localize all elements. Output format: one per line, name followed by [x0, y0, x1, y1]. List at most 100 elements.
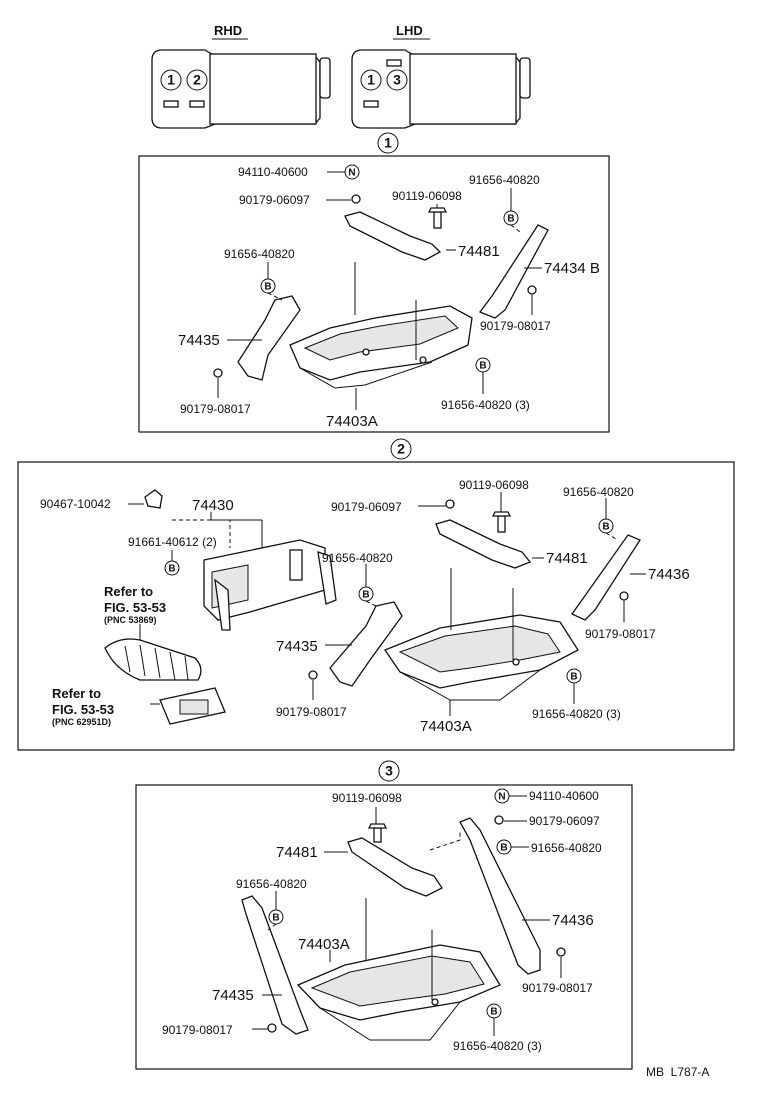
nut-90179-08017-left [213, 368, 223, 378]
label-74403a: 74403A [420, 718, 472, 735]
rhd-marker-1 [160, 69, 182, 91]
nut-90179-06097 [351, 194, 361, 204]
rhd-marker-2 [186, 69, 208, 91]
section-3-marker [378, 760, 400, 782]
refer-to-grille-pnc: (PNC 62951D) [52, 717, 111, 727]
lhd-label: LHD [396, 23, 423, 38]
lhd-marker-3 [386, 69, 408, 91]
refer-to-duct-fig: FIG. 53-53 [104, 600, 166, 615]
bracket-74481 [435, 519, 532, 569]
label-90179-08017-right: 90179-08017 [522, 981, 593, 995]
refer-to-duct-pnc: (PNC 53869) [104, 615, 157, 625]
nut-90179-06097 [445, 499, 455, 509]
svg-text:B: B [479, 361, 486, 372]
svg-text:B: B [570, 672, 577, 683]
refer-to-duct: Refer to [104, 584, 153, 599]
stay-74436 [459, 817, 541, 975]
svg-text:2: 2 [193, 72, 201, 88]
svg-text:N: N [348, 168, 355, 179]
svg-text:1: 1 [384, 135, 392, 151]
nut-90179-06097 [494, 815, 504, 825]
label-74481: 74481 [458, 243, 500, 260]
figure-code: MB L787-A [646, 1065, 709, 1079]
svg-text:1: 1 [167, 72, 175, 88]
label-94110-40600: 94110-40600 [529, 789, 599, 803]
label-74436: 74436 [648, 566, 690, 583]
label-90179-08017-right: 90179-08017 [480, 319, 551, 333]
label-74403a: 74403A [298, 936, 350, 953]
svg-text:3: 3 [393, 72, 401, 88]
stay-74435 [241, 895, 309, 1035]
label-90119-06098: 90119-06098 [392, 189, 462, 203]
label-74430: 74430 [192, 497, 234, 514]
label-90179-06097: 90179-06097 [331, 500, 402, 514]
label-90179-06097: 90179-06097 [529, 814, 600, 828]
section-1-frame [138, 155, 610, 433]
label-91656-40820-left: 91656-40820 [322, 551, 393, 565]
label-90179-08017-right: 90179-08017 [585, 627, 656, 641]
svg-text:B: B [602, 522, 609, 533]
panel-74430 [203, 539, 337, 631]
label-91656-40820-right: 91656-40820 [531, 841, 602, 855]
svg-text:B: B [272, 913, 279, 924]
refer-to-grille: Refer to [52, 686, 101, 701]
bracket-74481 [347, 837, 443, 897]
lhd-marker-1 [360, 69, 382, 91]
label-91656-40820-3: 91656-40820 (3) [532, 707, 621, 721]
lhd-vehicle-outline: LHD 1 3 [351, 23, 531, 129]
svg-text:B: B [507, 214, 514, 225]
refer-to-grille-fig: FIG. 53-53 [52, 702, 114, 717]
section-3-frame [135, 784, 633, 1070]
section-2: 2 [17, 438, 735, 751]
label-74435: 74435 [178, 332, 220, 349]
bracket-74481 [344, 211, 442, 261]
svg-text:N: N [498, 792, 505, 803]
svg-text:1: 1 [367, 72, 375, 88]
rhd-label: RHD [214, 23, 242, 38]
label-91656-40820-3: 91656-40820 (3) [453, 1039, 542, 1053]
bolt-90119-06098 [497, 515, 506, 533]
label-90119-06098: 90119-06098 [332, 791, 402, 805]
label-90179-08017-left: 90179-08017 [276, 705, 347, 719]
bolt-90119-06098 [433, 211, 442, 229]
section-1-marker [377, 132, 399, 154]
nut-90179-08017-right [619, 591, 629, 601]
drip-pan-74403a [296, 898, 501, 1041]
label-91656-40820-top: 91656-40820 [563, 485, 634, 499]
svg-text:B: B [264, 282, 271, 293]
section-2-frame [17, 461, 735, 751]
svg-text:B: B [168, 564, 175, 575]
air-duct-hose [104, 638, 202, 681]
label-74436: 74436 [552, 912, 594, 929]
section-2-marker [390, 438, 412, 460]
label-74481: 74481 [276, 844, 318, 861]
nut-90179-08017-left [267, 1023, 277, 1033]
clip-90467-10042 [144, 489, 163, 509]
stay-74435 [329, 601, 403, 687]
section-3: 3 N B B B [135, 760, 633, 1070]
label-90467-10042: 90467-10042 [40, 497, 111, 511]
label-91656-40820-3: 91656-40820 (3) [441, 398, 530, 412]
svg-text:B: B [500, 843, 507, 854]
label-74481: 74481 [546, 550, 588, 567]
label-90179-06097: 90179-06097 [239, 193, 310, 207]
label-74403a: 74403A [326, 413, 378, 430]
label-94110-40600: 94110-40600 [238, 165, 308, 179]
nut-90179-08017-right [527, 285, 537, 295]
section-1: 1 N B B B [138, 132, 610, 433]
svg-text:B: B [490, 1007, 497, 1018]
label-90119-06098: 90119-06098 [459, 478, 529, 492]
nut-90179-08017-left [308, 670, 318, 680]
svg-text:2: 2 [397, 441, 405, 457]
label-74435: 74435 [276, 638, 318, 655]
label-90179-08017-left: 90179-08017 [180, 402, 251, 416]
stay-74435 [237, 295, 301, 381]
nut-90179-08017-right [556, 947, 566, 957]
label-74434b: 74434 B [544, 260, 600, 277]
label-91656-40820-left: 91656-40820 [236, 877, 307, 891]
label-74435: 74435 [212, 987, 254, 1004]
stay-74436 [571, 534, 641, 621]
bolt-90119-06098 [373, 827, 382, 843]
drip-pan-74403a [384, 568, 579, 701]
